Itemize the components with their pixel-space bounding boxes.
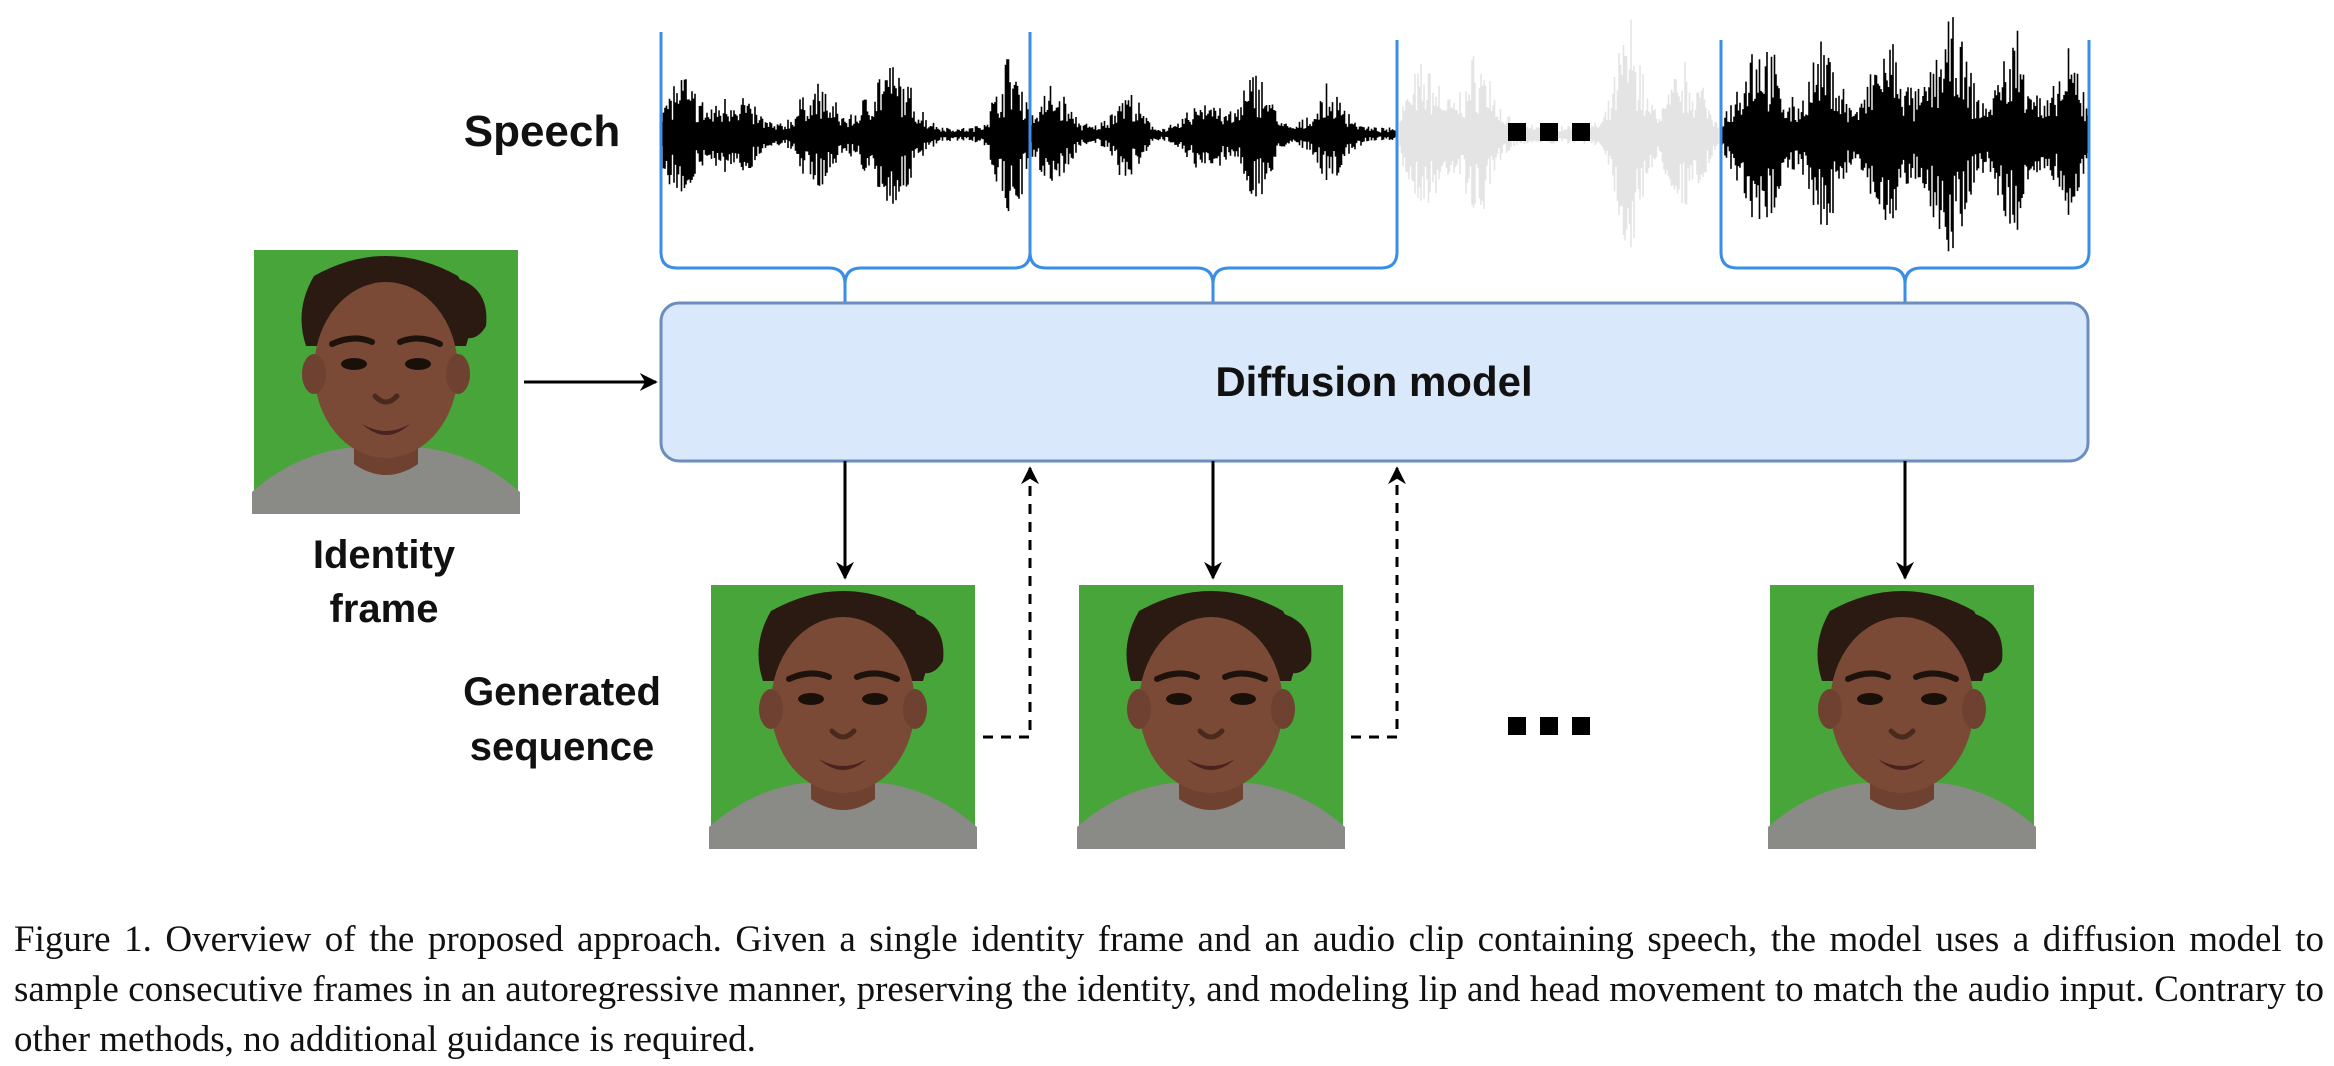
figure-diagram: Speech Identity frame Generated sequence… bbox=[0, 17, 2091, 905]
speech-label: Speech bbox=[464, 107, 621, 156]
speech-brace-3 bbox=[1719, 40, 2091, 303]
speech-brace-1 bbox=[659, 32, 1032, 303]
speech-waveform-segment-1 bbox=[661, 59, 1029, 212]
identity-frame-image bbox=[252, 250, 520, 514]
frame-2-feedback-arrow bbox=[1351, 466, 1406, 739]
generated-sequence-label-line2: sequence bbox=[470, 725, 655, 769]
speech-waveform-faded bbox=[1399, 19, 1719, 248]
speech-waveform-segment-2 bbox=[1030, 75, 1397, 197]
diffusion-model-label: Diffusion model bbox=[1215, 358, 1532, 405]
generated-frame-3 bbox=[1768, 585, 2036, 849]
generated-frame-2 bbox=[1077, 585, 1345, 849]
sequence-ellipsis bbox=[1508, 717, 1590, 735]
speech-brace-2 bbox=[1028, 32, 1399, 303]
speech-ellipsis bbox=[1508, 123, 1590, 141]
identity-frame-label-line1: Identity bbox=[313, 533, 456, 577]
identity-frame-label-line2: frame bbox=[330, 587, 439, 631]
frame-1-feedback-arrow bbox=[983, 466, 1039, 739]
figure-caption: Figure 1. Overview of the proposed appro… bbox=[14, 919, 2324, 1060]
speech-waveform-segment-3 bbox=[1721, 17, 2089, 252]
generated-frame-1 bbox=[709, 585, 977, 849]
generated-sequence-label-line1: Generated bbox=[463, 670, 661, 714]
diffusion-model-box bbox=[659, 301, 2090, 463]
